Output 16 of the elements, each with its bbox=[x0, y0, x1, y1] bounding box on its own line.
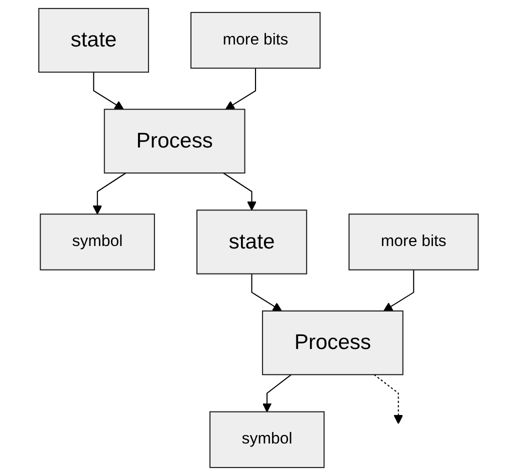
node-box: Process bbox=[262, 310, 404, 376]
arrow bbox=[223, 172, 256, 211]
node-box: more bits bbox=[190, 12, 321, 69]
node-box: state bbox=[38, 8, 150, 73]
node-box: more bits bbox=[348, 214, 479, 270]
arrow bbox=[262, 374, 292, 412]
arrow bbox=[383, 270, 414, 312]
arrow bbox=[374, 374, 404, 424]
node-box: symbol bbox=[40, 214, 155, 270]
arrow bbox=[225, 68, 256, 110]
arrow bbox=[251, 274, 282, 312]
node-box: Process bbox=[104, 108, 246, 174]
node-box: state bbox=[196, 210, 308, 274]
arrow bbox=[93, 72, 124, 110]
arrow bbox=[92, 172, 126, 215]
node-box: symbol bbox=[209, 411, 325, 468]
